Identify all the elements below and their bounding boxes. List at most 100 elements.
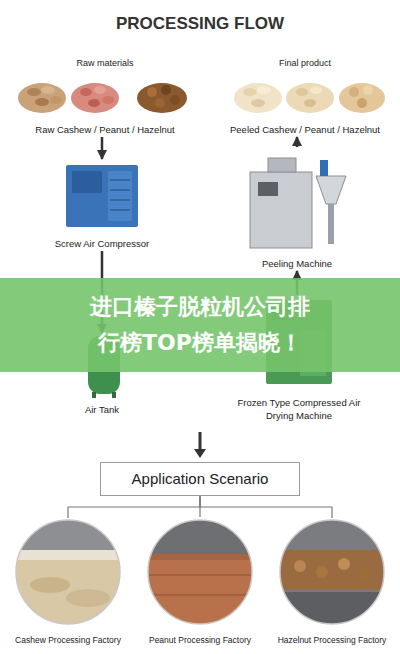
stage-label: Air Tank xyxy=(85,404,119,416)
compressor-body xyxy=(66,165,138,227)
scenario-box: Application Scenario xyxy=(100,462,300,496)
control-panel xyxy=(258,182,278,196)
branch-line xyxy=(200,496,332,518)
nut-pile xyxy=(18,83,66,113)
grille-slot xyxy=(110,199,130,201)
stage-label: Peeling Machine xyxy=(262,258,332,270)
peeled-hazelnut-pile xyxy=(339,83,385,113)
peeling-machine-picture xyxy=(250,158,346,248)
stage-label: Screw Air Compressor xyxy=(55,238,150,250)
nut xyxy=(155,98,165,108)
nut xyxy=(357,98,367,108)
branch-line xyxy=(68,496,200,518)
conveyor-line xyxy=(148,595,252,596)
group-caption: Peeled Cashew / Peanut / Hazelnut xyxy=(230,124,380,136)
nut xyxy=(310,86,322,94)
raw-peanut-pile xyxy=(71,83,119,113)
cashew-factory-photo xyxy=(16,520,120,624)
banner-text: 进口榛子脱粒机公司排行榜TOP榜单揭晓！ xyxy=(84,289,316,361)
diagram-title: PROCESSING FLOW xyxy=(0,14,400,34)
nut xyxy=(257,86,271,94)
motor xyxy=(320,160,328,176)
nut xyxy=(35,98,49,106)
photo-frame xyxy=(280,520,384,624)
hazelnut xyxy=(358,568,370,580)
machine-stage: Peeling Machine xyxy=(232,148,362,270)
box-label: Application Scenario xyxy=(132,469,269,489)
nut xyxy=(170,95,180,105)
flow-arrow xyxy=(194,432,206,458)
machine-body xyxy=(250,172,312,248)
peeled-peanut-pile xyxy=(286,83,334,113)
nut-pile xyxy=(234,83,282,113)
hopper xyxy=(316,176,346,204)
group-caption: Raw Cashew / Peanut / Hazelnut xyxy=(35,124,174,136)
hazelnut-factory-photo xyxy=(280,520,384,624)
nut xyxy=(41,86,55,94)
nut xyxy=(251,99,265,107)
flow-arrow xyxy=(296,137,299,147)
nut xyxy=(102,96,114,104)
group-heading: Raw materials xyxy=(76,58,133,70)
photo-ground xyxy=(280,520,384,624)
nut xyxy=(296,88,308,96)
raw-cashew-pile xyxy=(18,83,66,113)
hopper-stand xyxy=(328,204,334,244)
nut-pile xyxy=(339,83,385,113)
hazelnut-bed xyxy=(280,550,384,590)
machine-stage: Screw Air Compressor xyxy=(49,160,156,250)
photo-frame xyxy=(16,520,120,624)
factory-label: Hazelnut Processing Factory xyxy=(278,635,387,646)
grille-slot xyxy=(110,189,130,191)
machine-top xyxy=(268,158,296,172)
peanut-bed xyxy=(148,560,252,624)
grille-slot xyxy=(110,209,130,211)
hazelnut xyxy=(338,558,350,570)
conveyor-line xyxy=(148,575,252,576)
peanut-factory-photo xyxy=(148,520,252,624)
tank-leg xyxy=(112,392,116,398)
hazelnut xyxy=(316,566,328,578)
nut-pile xyxy=(137,83,187,113)
compressor-panel xyxy=(72,171,102,193)
machine-shade xyxy=(280,592,384,624)
nut xyxy=(363,85,373,95)
nut-pile xyxy=(286,83,334,113)
nut xyxy=(304,99,316,107)
hazelnut xyxy=(294,560,306,572)
overlay-banner: 进口榛子脱粒机公司排行榜TOP榜单揭晓！ xyxy=(0,278,400,372)
photo-frame xyxy=(148,520,252,624)
flow-arrow xyxy=(101,137,104,159)
nut xyxy=(147,87,157,97)
factory-circle: Peanut Processing Factory xyxy=(138,518,262,646)
nut xyxy=(94,86,106,94)
factory-label: Cashew Processing Factory xyxy=(15,635,121,646)
nut xyxy=(80,88,92,96)
tank-leg xyxy=(92,392,96,398)
arrow-head xyxy=(194,449,206,458)
stage-label: Frozen Type Compressed Air Drying Machin… xyxy=(237,397,361,422)
arrow-shaft xyxy=(199,432,202,450)
nut xyxy=(50,96,62,104)
grille-slot xyxy=(110,179,130,181)
cashew-heap xyxy=(66,589,110,607)
nut-pile xyxy=(71,83,119,113)
group-heading: Final product xyxy=(279,58,331,70)
nut xyxy=(88,99,100,107)
cashew-heap xyxy=(30,577,70,593)
compressor-picture xyxy=(66,165,138,227)
nut xyxy=(27,88,41,96)
factory-label: Peanut Processing Factory xyxy=(149,635,251,646)
nut xyxy=(243,88,257,96)
cashew-bed xyxy=(16,560,120,624)
compressor-grille xyxy=(108,171,132,221)
final-product-group: Final productPeeled Cashew / Peanut / Ha… xyxy=(214,58,396,136)
nut xyxy=(161,85,171,95)
factory-circle: Hazelnut Processing Factory xyxy=(270,518,394,646)
raw-hazelnut-pile xyxy=(137,83,187,113)
nut xyxy=(349,87,359,97)
photo-ground xyxy=(148,520,252,624)
photo-ground xyxy=(16,520,120,624)
machine-shade xyxy=(148,520,252,554)
